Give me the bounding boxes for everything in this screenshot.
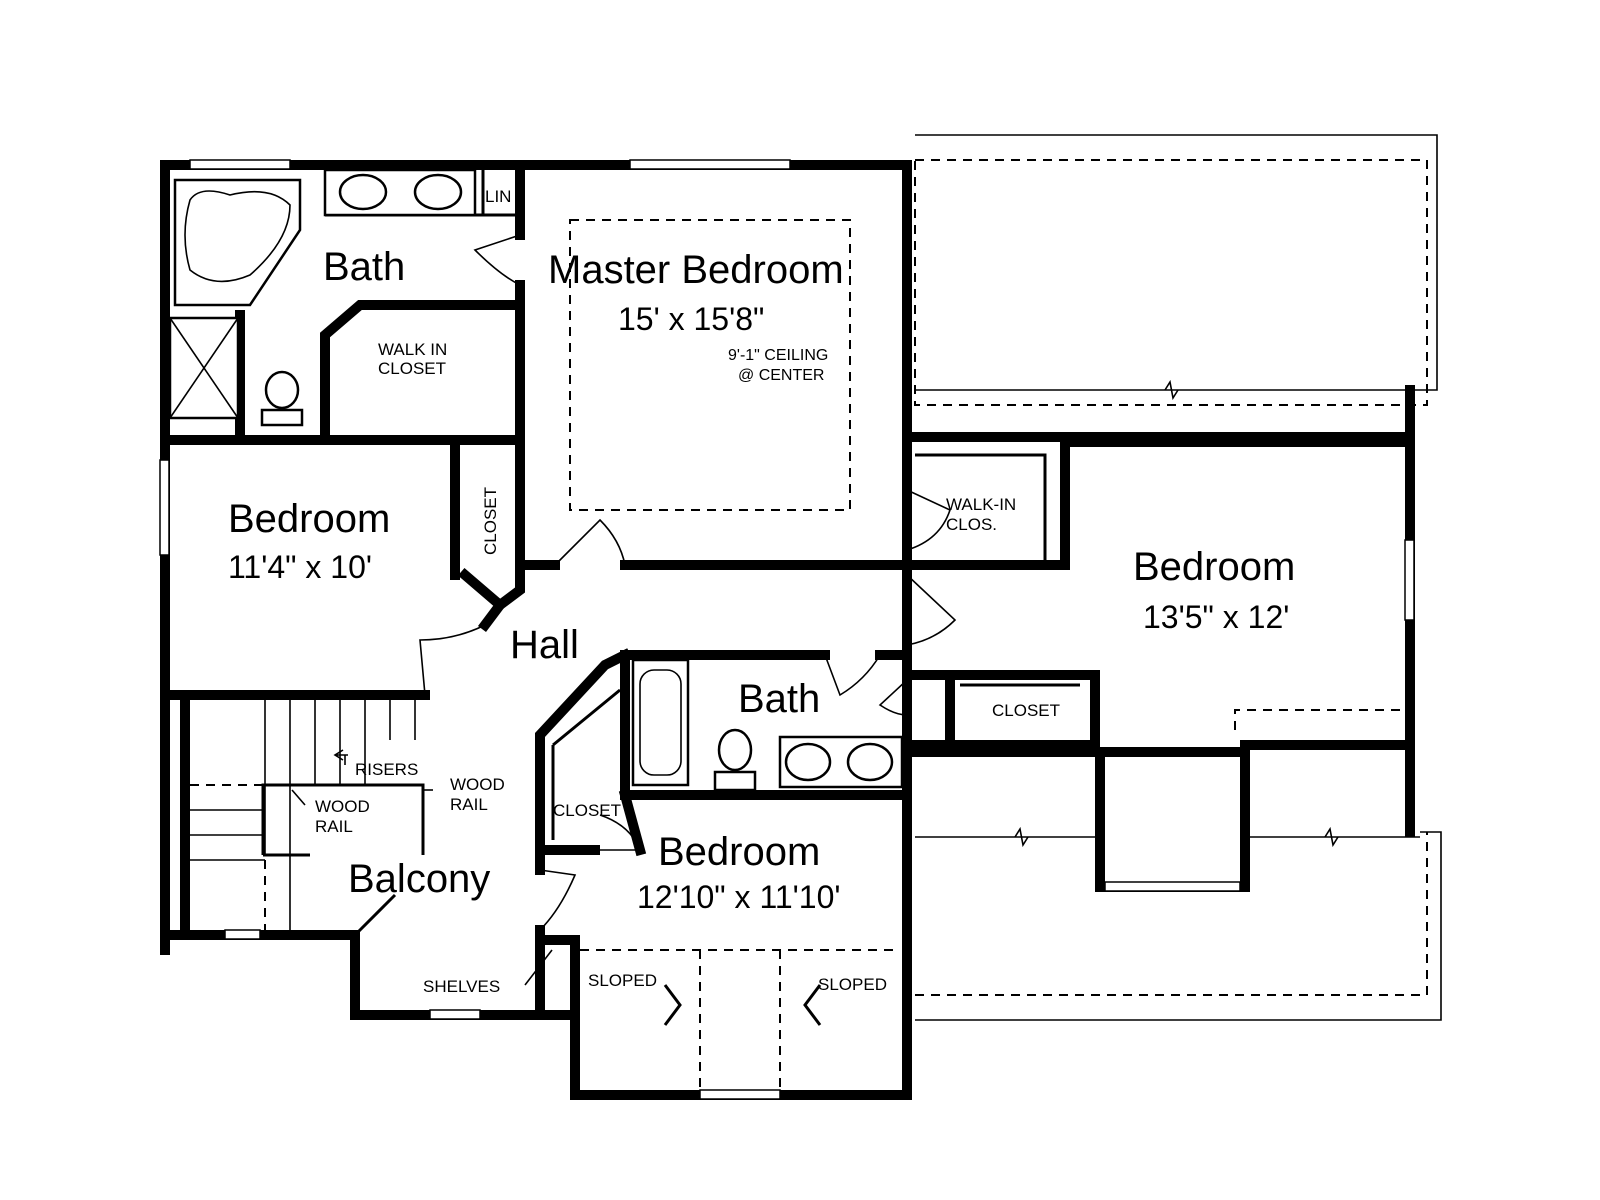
bedroom-bottom-label: Bedroom — [658, 830, 820, 874]
sloped-right-label: SLOPED — [818, 975, 887, 994]
master-bedroom-dims: 15' x 15'8" — [618, 301, 764, 337]
master-bath-label: Bath — [323, 245, 405, 289]
fixtures — [168, 168, 904, 1026]
sink-icon — [784, 742, 832, 782]
walk-in-clos-label-1: WALK-IN — [946, 495, 1016, 514]
wood-rail-right-label-2: RAIL — [450, 795, 488, 814]
labels: Bath LIN WALK IN CLOSET Master Bedroom 1… — [228, 187, 1295, 996]
walk-in-clos-label-2: CLOS. — [946, 515, 997, 534]
sloped-left-label: SLOPED — [588, 971, 657, 990]
hall-label: Hall — [510, 623, 579, 667]
windows — [159, 159, 1415, 1100]
sink-icon — [846, 742, 894, 782]
shelves-arrow-icon — [524, 949, 553, 986]
bedroom-left-label: Bedroom — [228, 497, 390, 541]
balcony-label: Balcony — [348, 857, 490, 901]
bedroom-right-dims: 13'5" x 12' — [1143, 599, 1289, 635]
sink-icon — [338, 173, 388, 211]
corner-tub-icon — [173, 178, 302, 307]
wood-rail-left-label-1: WOOD — [315, 797, 370, 816]
wood-rail-left-label-2: RAIL — [315, 817, 353, 836]
interior-walls — [160, 160, 1100, 1020]
closet-left-label: CLOSET — [481, 487, 500, 555]
closet-right-label: CLOSET — [992, 701, 1060, 720]
shelves-label: SHELVES — [423, 977, 500, 996]
bedroom-right-label: Bedroom — [1133, 545, 1295, 589]
wood-rail-right-label-1: WOOD — [450, 775, 505, 794]
bedroom-bottom-dims: 12'10" x 11'10' — [637, 879, 840, 915]
walk-in-closet-label-1: WALK IN — [378, 340, 447, 359]
lin-label: LIN — [485, 187, 511, 206]
master-ceiling-note-1: 9'-1" CEILING — [728, 347, 828, 364]
ceiling-outlines — [190, 219, 1400, 1090]
walk-in-closet-label-2: CLOSET — [378, 359, 446, 378]
risers-label: RISERS — [355, 760, 418, 779]
hall-bath-label: Bath — [738, 677, 820, 721]
tub-basin-icon — [184, 190, 291, 283]
toilet-icon — [717, 728, 753, 772]
stairs — [190, 700, 425, 935]
bathtub-icon — [631, 658, 690, 787]
roof-outlines — [914, 134, 1442, 1021]
master-ceiling-note-2: @ CENTER — [738, 367, 824, 384]
closet-center-label: CLOSET — [553, 801, 621, 820]
doors — [419, 234, 957, 931]
bedroom-left-dims: 11'4" x 10' — [228, 549, 372, 585]
sink-icon — [413, 173, 463, 211]
master-bedroom-label: Master Bedroom — [548, 248, 844, 292]
sloped-arrow-right-icon — [663, 984, 682, 1026]
sloped-arrow-left-icon — [803, 984, 822, 1026]
toilet-icon — [264, 370, 300, 410]
